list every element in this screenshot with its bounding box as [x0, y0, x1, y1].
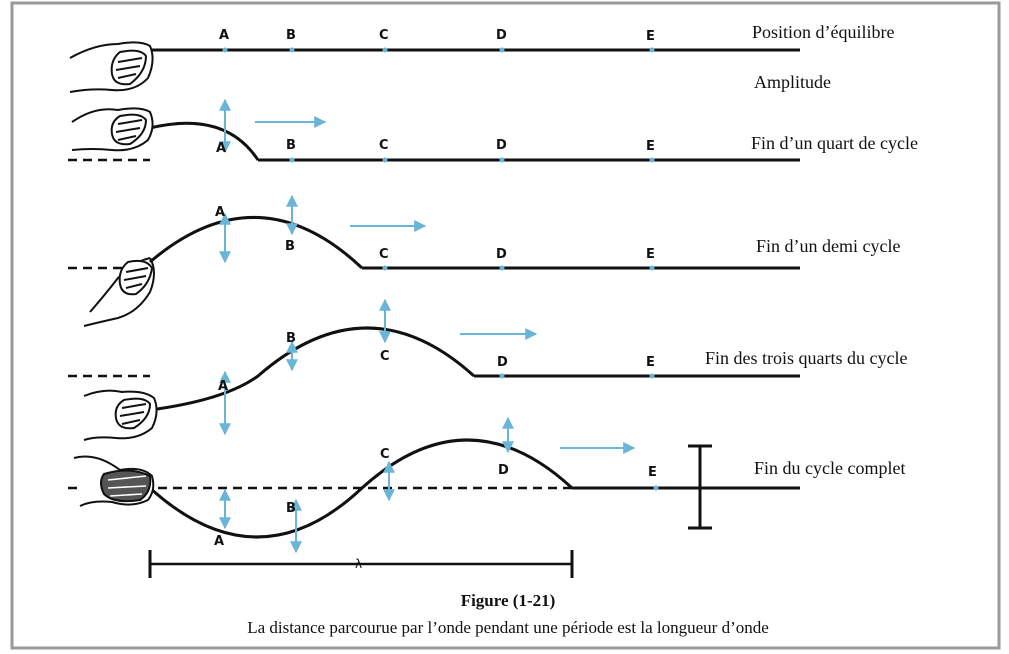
- point-a-label: A: [216, 141, 226, 156]
- point-c-label: C: [379, 138, 389, 153]
- point-b-label: B: [285, 239, 295, 254]
- figure-caption: La distance parcourue par l’onde pendant…: [247, 618, 769, 637]
- point-e-label: E: [648, 465, 657, 480]
- stage-label-quarter: Fin d’un quart de cycle: [751, 133, 918, 153]
- point-d-label: D: [496, 28, 507, 43]
- point-a-label: A: [218, 379, 228, 394]
- hand-icon: [83, 257, 155, 327]
- point-e-label: E: [646, 247, 655, 262]
- markers-stage-5: [653, 485, 659, 491]
- point-d-label: D: [496, 138, 507, 153]
- stage-label-equilibrium: Position d’équilibre: [752, 22, 895, 42]
- hand-icon: [73, 455, 155, 507]
- stage-three-quarter-cycle: A B C D E Fin des trois quarts du cycle: [68, 298, 907, 441]
- hand-icon: [69, 41, 154, 93]
- stage-equilibrium: A B C D E Position d’équilibre: [69, 22, 895, 93]
- hand-icon: [83, 389, 158, 441]
- point-c-label: C: [380, 349, 390, 364]
- stage-full-cycle: A B C D E Fin du cycle complet: [68, 416, 905, 554]
- wavelength-dimension: λ: [148, 550, 574, 578]
- wavelength-symbol: λ: [355, 557, 362, 571]
- point-a-label: A: [219, 28, 229, 43]
- stage-label-three-quarter: Fin des trois quarts du cycle: [705, 348, 907, 368]
- amplitude-label: Amplitude: [754, 72, 831, 92]
- point-c-label: C: [380, 447, 390, 462]
- point-c-label: C: [379, 247, 389, 262]
- point-b-label: B: [286, 28, 296, 43]
- point-a-label: A: [214, 534, 224, 549]
- markers-stage-2: [289, 157, 655, 163]
- point-b-label: B: [286, 331, 296, 346]
- border: [10, 1, 1001, 650]
- point-d-label: D: [496, 247, 507, 262]
- markers-stage-1: [222, 47, 655, 53]
- hand-icon: [71, 107, 154, 152]
- figure-title: Figure (1-21): [461, 591, 556, 610]
- point-e-label: E: [646, 139, 655, 154]
- stage-label-half: Fin d’un demi cycle: [756, 236, 900, 256]
- point-e-label: E: [646, 355, 655, 370]
- point-b-label: B: [286, 138, 296, 153]
- point-b-label: B: [286, 501, 296, 516]
- point-d-label: D: [498, 463, 509, 478]
- point-a-label: A: [215, 205, 225, 220]
- point-d-label: D: [497, 355, 508, 370]
- point-c-label: C: [379, 28, 389, 43]
- stage-half-cycle: A B C D E Fin d’un demi cycle: [68, 194, 900, 327]
- point-e-label: E: [646, 29, 655, 44]
- stage-label-full: Fin du cycle complet: [754, 458, 905, 478]
- markers-stage-4: [499, 373, 655, 379]
- stage-quarter-cycle: A B C D E Fin d’un quart de cycle: [68, 98, 918, 163]
- markers-stage-3: [382, 265, 655, 271]
